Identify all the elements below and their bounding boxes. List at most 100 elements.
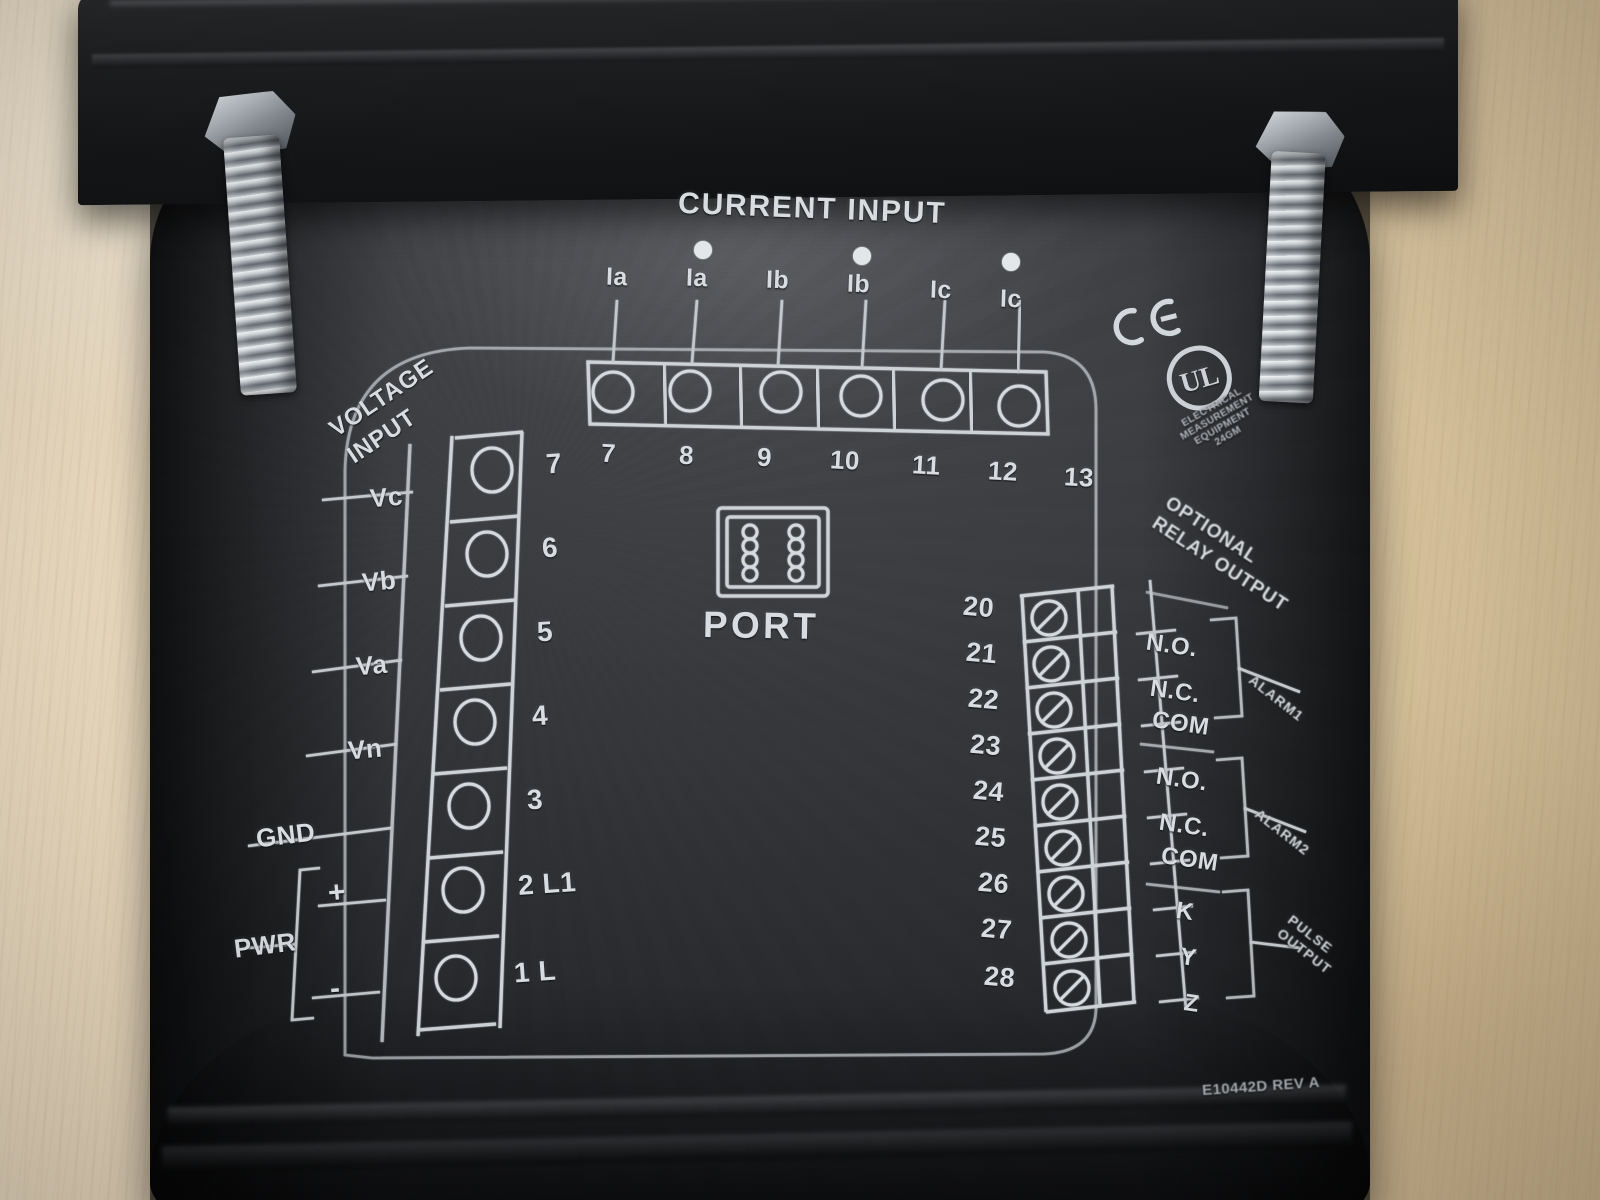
svg-text:UL: UL [1177, 359, 1223, 400]
terminal-screw-23 [1040, 739, 1074, 773]
relay-function-rail [1150, 580, 1186, 1010]
alarm2-leader [1244, 808, 1306, 832]
pulse-leader [1250, 942, 1300, 948]
voltage-terminal-number-2l1: 2 L1 [516, 866, 578, 901]
relay-cell-divider [1037, 862, 1129, 872]
relay-terminal-number-25: 25 [973, 820, 1008, 854]
terminal-screw-slot-24 [1048, 790, 1072, 814]
current-terminal-label-1: Ia [605, 262, 629, 292]
current-terminal-number-13: 13 [1063, 461, 1095, 493]
current-terminal-number-10: 10 [829, 444, 861, 476]
voltage-terminal-number-1l: 1 L [512, 954, 558, 989]
leader-va [312, 660, 402, 672]
relay-block-right-rail [1112, 586, 1134, 1002]
relay-terminal-number-27: 27 [979, 912, 1014, 946]
current-leader [778, 300, 782, 366]
voltage-terminal-number-3: 3 [525, 783, 545, 816]
relay-cell-divider [1031, 770, 1124, 780]
ul-mark-svg: UL [1166, 345, 1232, 411]
terminal-screw-slot-21 [1039, 652, 1063, 676]
alarm1-leader [1238, 668, 1300, 692]
relay-cell-divider [1026, 678, 1119, 688]
voltage-label-vc: Vc [368, 480, 405, 514]
current-terminal-label-2: Ia [685, 263, 709, 293]
voltage-cell-divider [429, 852, 503, 858]
relay-block-mid-rail [1078, 590, 1100, 1006]
port-icon-outer [718, 508, 828, 596]
voltage-block-right-rail [500, 432, 522, 1028]
leader-minus [312, 992, 380, 998]
pulse-bracket [1222, 890, 1254, 998]
terminal-screw-8 [670, 371, 710, 411]
relay-terminal-number-23: 23 [968, 728, 1003, 762]
port-label: PORT [702, 603, 820, 648]
current-terminal-screws [593, 371, 1039, 426]
relay-cell-divider [1046, 1002, 1136, 1012]
current-terminal-number-9: 9 [756, 441, 773, 473]
port-icon-pins [743, 525, 803, 581]
voltage-label-va: Va [354, 648, 389, 682]
current-terminal-label-5: Ic [929, 275, 953, 305]
leader-vc [322, 492, 413, 500]
voltage-cell-divider [450, 516, 519, 522]
leader-plus [318, 900, 386, 906]
current-leader-lines [613, 300, 1020, 373]
current-cell-divider [740, 366, 742, 428]
current-leader [692, 300, 697, 363]
voltage-label-vn: Vn [346, 732, 384, 766]
voltage-cell-divider [418, 1024, 496, 1030]
terminal-screw-20 [1032, 601, 1066, 635]
relay-function-27: Y [1178, 942, 1199, 973]
relay-terminal-number-20: 20 [961, 590, 996, 624]
com2-underline [1146, 884, 1220, 892]
voltage-terminal-number-7: 7 [544, 447, 564, 480]
current-cell-divider [970, 371, 972, 433]
voltage-cell-divider [445, 600, 515, 606]
current-leader [941, 300, 945, 370]
voltage-cell-divider [455, 432, 523, 438]
terminal-screw-slot-25 [1051, 836, 1075, 860]
terminal-screw-slot-28 [1060, 976, 1084, 1000]
terminal-screw-25 [1046, 831, 1080, 865]
voltage-terminal-number-6: 6 [540, 531, 560, 564]
relay-cell-divider [1040, 908, 1131, 918]
terminal-screw-slot-22 [1042, 698, 1066, 722]
terminal-screw-10 [841, 376, 881, 416]
current-leader [1018, 300, 1020, 373]
current-terminal-number-7: 7 [600, 437, 617, 469]
terminal-screw-slot-20 [1037, 606, 1061, 630]
power-label-plus: + [326, 875, 348, 910]
relay-function-26: K [1174, 896, 1196, 927]
terminal-screw-7 [593, 372, 633, 412]
power-label-minus: - [328, 971, 342, 1006]
relay-function-ticks [1136, 630, 1199, 1002]
polarity-dot-ic [1002, 253, 1020, 271]
current-cell-divider [817, 368, 819, 430]
relay-terminal-number-28: 28 [982, 960, 1017, 994]
voltage-cell-divider [424, 936, 499, 942]
polarity-dot-ia [694, 241, 712, 259]
pwr-leader [248, 944, 296, 948]
relay-cell-divider [1043, 954, 1133, 964]
port-icon-inner [727, 517, 819, 587]
current-terminal-label-6: Ic [999, 284, 1023, 314]
alarm1-bracket [1210, 618, 1242, 718]
relay-cell-divider [1034, 816, 1126, 826]
voltage-cell-divider [434, 768, 507, 774]
terminal-screw-slot-23 [1045, 744, 1069, 768]
terminal-screw-slot-27 [1057, 928, 1081, 952]
voltage-terminal-number-4: 4 [530, 699, 550, 732]
terminal-screw-slot-26 [1054, 882, 1078, 906]
leader-vb [318, 576, 408, 586]
polarity-dot-ib [853, 247, 871, 265]
current-cell-divider [893, 369, 895, 431]
relay-cell-divider [1028, 724, 1121, 734]
terminal-screw-24 [1043, 785, 1077, 819]
current-terminal-number-11: 11 [911, 449, 942, 481]
relay-terminal-number-26: 26 [976, 866, 1011, 900]
current-terminal-label-3: Ib [765, 265, 790, 295]
alarm2-bracket [1216, 758, 1248, 858]
leader-vn [306, 744, 397, 756]
